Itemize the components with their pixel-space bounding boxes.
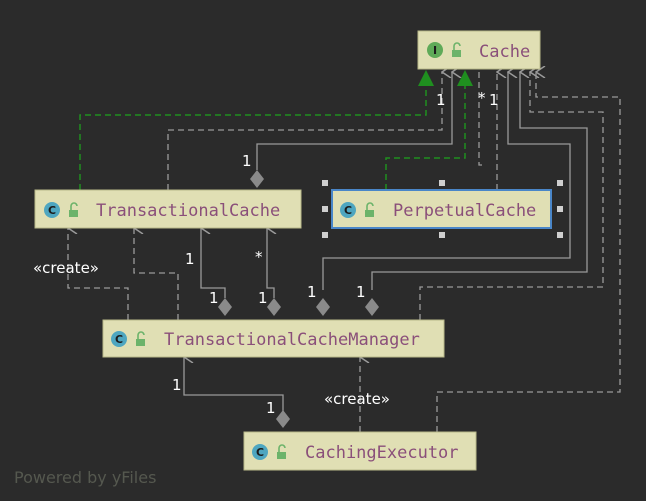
dependency-tcm-to-cache[interactable] [419, 72, 604, 320]
multiplicity-label: 1 [266, 399, 276, 417]
class-badge-icon [111, 331, 127, 347]
class-badge-icon [252, 444, 268, 460]
transactional-cache-manager-label: TransactionalCacheManager [164, 330, 420, 350]
cache-node[interactable]: I Cache [417, 30, 541, 70]
dependency-tc-to-cache[interactable] [167, 72, 442, 190]
create-stereotype-label: «create» [324, 390, 390, 408]
multiplicity-label: 1 [209, 289, 219, 307]
yfiles-watermark: Powered by yFiles [14, 468, 156, 487]
class-badge-letter: C [344, 204, 352, 217]
multiplicity-label: 1 [436, 91, 446, 109]
realization-pc-to-cache[interactable] [385, 70, 473, 190]
caching-executor-label: CachingExecutor [305, 443, 459, 463]
class-badge-icon [44, 202, 60, 218]
unlock-icon [365, 202, 374, 217]
multiplicity-label: 1 [356, 283, 366, 301]
transactional-cache-node[interactable]: C TransactionalCache [34, 189, 302, 229]
multiplicity-label: 1 [242, 152, 252, 170]
transactional-cache-manager-node[interactable]: C TransactionalCacheManager [102, 319, 445, 358]
dependency-cache-to-pc-area[interactable] [478, 72, 482, 166]
class-badge-letter: C [48, 204, 56, 217]
multiplicity-label: * [478, 89, 486, 107]
selection-handles[interactable] [322, 180, 563, 238]
interface-badge-letter: I [433, 44, 437, 57]
unlock-icon [452, 42, 461, 57]
aggregation-tc-delegate[interactable] [250, 72, 452, 188]
caching-executor-node[interactable]: C CachingExecutor [243, 431, 477, 471]
class-badge-letter: C [256, 446, 264, 459]
multiplicity-label: 1 [307, 283, 317, 301]
class-badge-icon [340, 202, 356, 218]
unlock-icon [136, 331, 145, 346]
multiplicity-label: 1 [489, 91, 499, 109]
aggregation-tcm-to-cache-b[interactable] [365, 72, 588, 316]
dependency-ce-to-cache[interactable] [436, 72, 621, 432]
cache-label: Cache [479, 42, 530, 62]
multiplicity-label: 1 [258, 289, 268, 307]
multiplicity-label: * [255, 248, 263, 266]
aggregation-tcm-to-cache-a[interactable] [316, 72, 571, 316]
multiplicity-label: 1 [185, 250, 195, 268]
multiplicity-label: 1 [172, 376, 182, 394]
dependency-tcm-to-tc[interactable] [134, 228, 179, 320]
create-tcm-to-tc[interactable] [68, 228, 129, 320]
unlock-icon [277, 444, 286, 459]
interface-badge-icon [427, 42, 443, 58]
create-stereotype-label: «create» [33, 259, 99, 277]
unlock-icon [69, 202, 78, 217]
transactional-cache-label: TransactionalCache [96, 201, 280, 221]
class-badge-letter: C [115, 333, 123, 346]
realization-tc-to-cache[interactable] [79, 70, 434, 190]
perpetual-cache-label: PerpetualCache [393, 201, 536, 221]
aggregation-ce-to-tcm[interactable] [184, 357, 290, 428]
aggregation-tcm-to-tc-b[interactable] [267, 228, 281, 316]
perpetual-cache-node[interactable]: C PerpetualCache [322, 180, 563, 238]
aggregation-tcm-to-tc-a[interactable] [201, 228, 232, 316]
